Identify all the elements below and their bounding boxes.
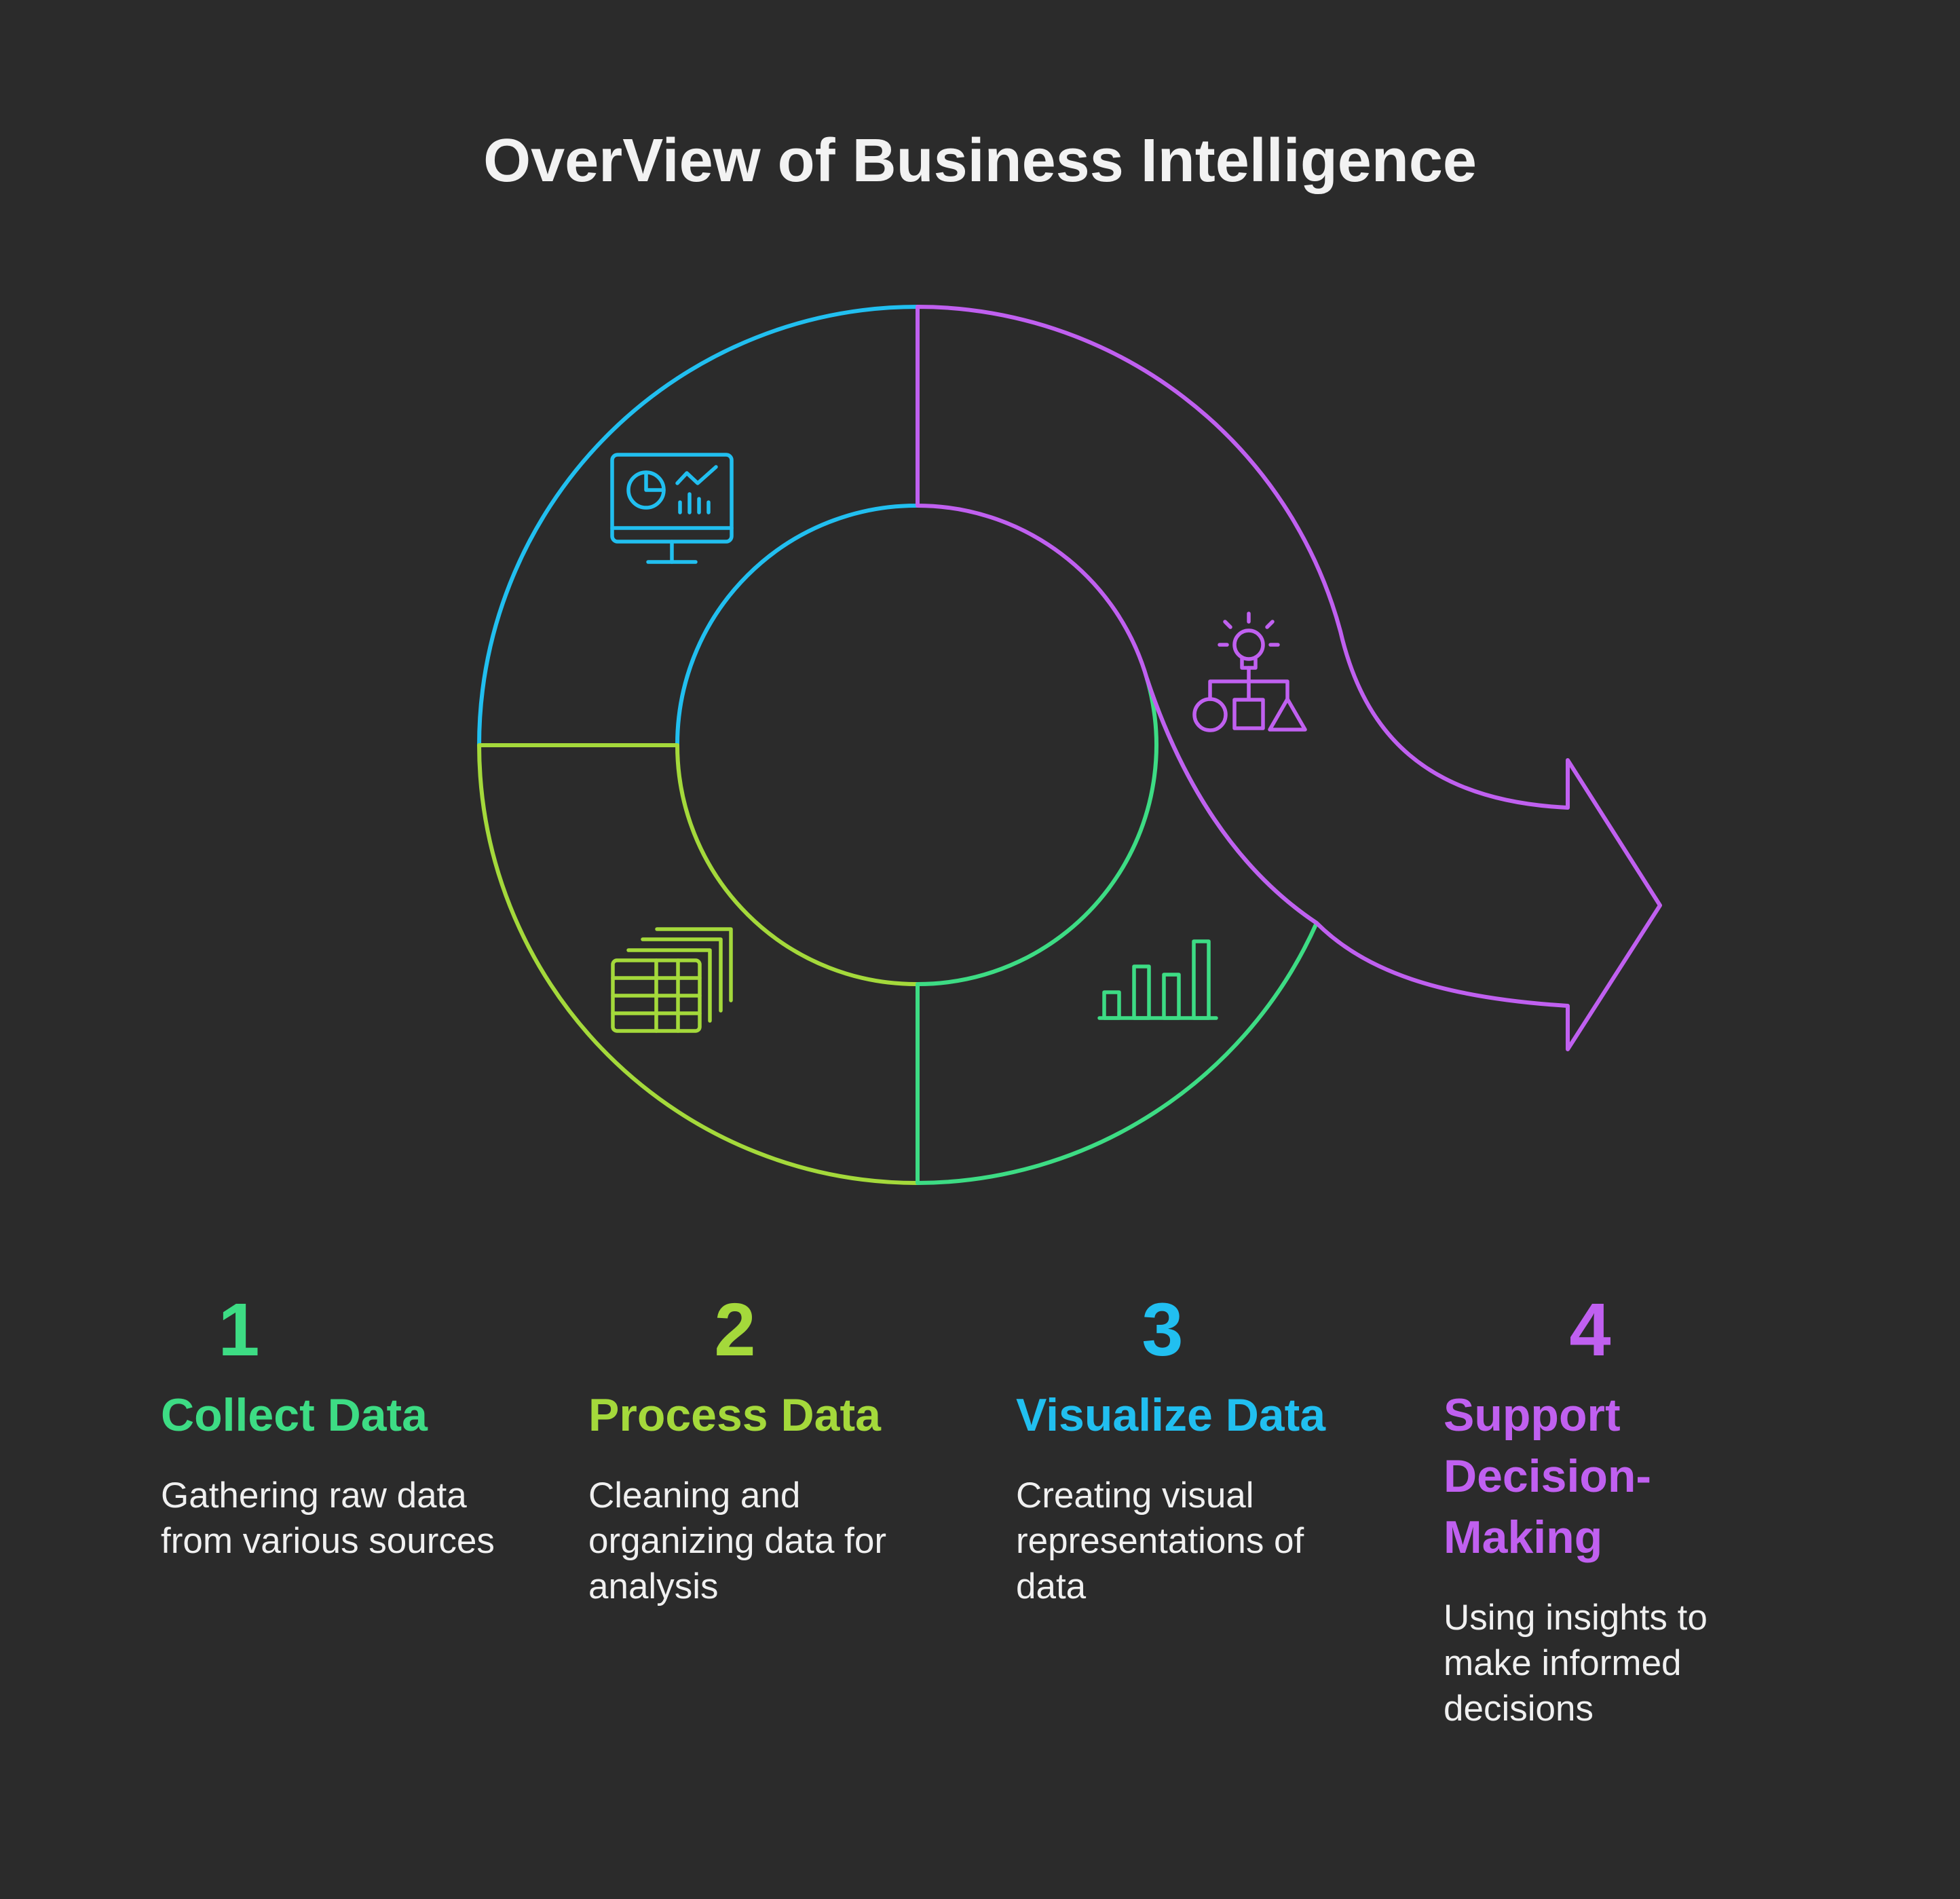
step-number-4: 4 bbox=[1569, 1288, 1611, 1372]
step-2: Process Data Cleaning and organizing dat… bbox=[588, 1283, 941, 1606]
segment-process bbox=[477, 743, 920, 1185]
diagram-title: OverView of Business Intelligence bbox=[483, 127, 1477, 195]
step-number-3: 3 bbox=[1142, 1288, 1184, 1372]
step-description: Gathering raw data from various sources bbox=[161, 1475, 495, 1561]
segment-collect bbox=[916, 677, 1319, 1185]
step-description: Cleaning and organizing data for analysi… bbox=[588, 1475, 887, 1606]
step-3: Visualize Data Creating visual represent… bbox=[1016, 1283, 1369, 1606]
step-title: Support Decision-Making bbox=[1444, 1389, 1652, 1563]
monitor-dashboard-icon bbox=[610, 453, 734, 564]
segment-support-arrow bbox=[916, 305, 1662, 1051]
step-title: Process Data bbox=[588, 1389, 881, 1441]
step-4: Support Decision-Making Using insights t… bbox=[1444, 1283, 1796, 1729]
step-number-2: 2 bbox=[714, 1288, 756, 1372]
cycle-diagram bbox=[477, 305, 1662, 1185]
segment-visualize bbox=[477, 305, 920, 747]
step-title: Collect Data bbox=[161, 1389, 428, 1441]
bar-chart-icon bbox=[1097, 939, 1218, 1020]
step-title: Visualize Data bbox=[1016, 1389, 1326, 1441]
spreadsheet-stack-icon bbox=[611, 927, 733, 1033]
step-description: Using insights to make informed decision… bbox=[1444, 1598, 1708, 1729]
step-1: Collect Data Gathering raw data from var… bbox=[161, 1283, 514, 1561]
step-description: Creating visual representations of data bbox=[1016, 1475, 1304, 1606]
decision-lightbulb-shapes-icon bbox=[1192, 612, 1307, 732]
step-number-1: 1 bbox=[218, 1288, 260, 1372]
